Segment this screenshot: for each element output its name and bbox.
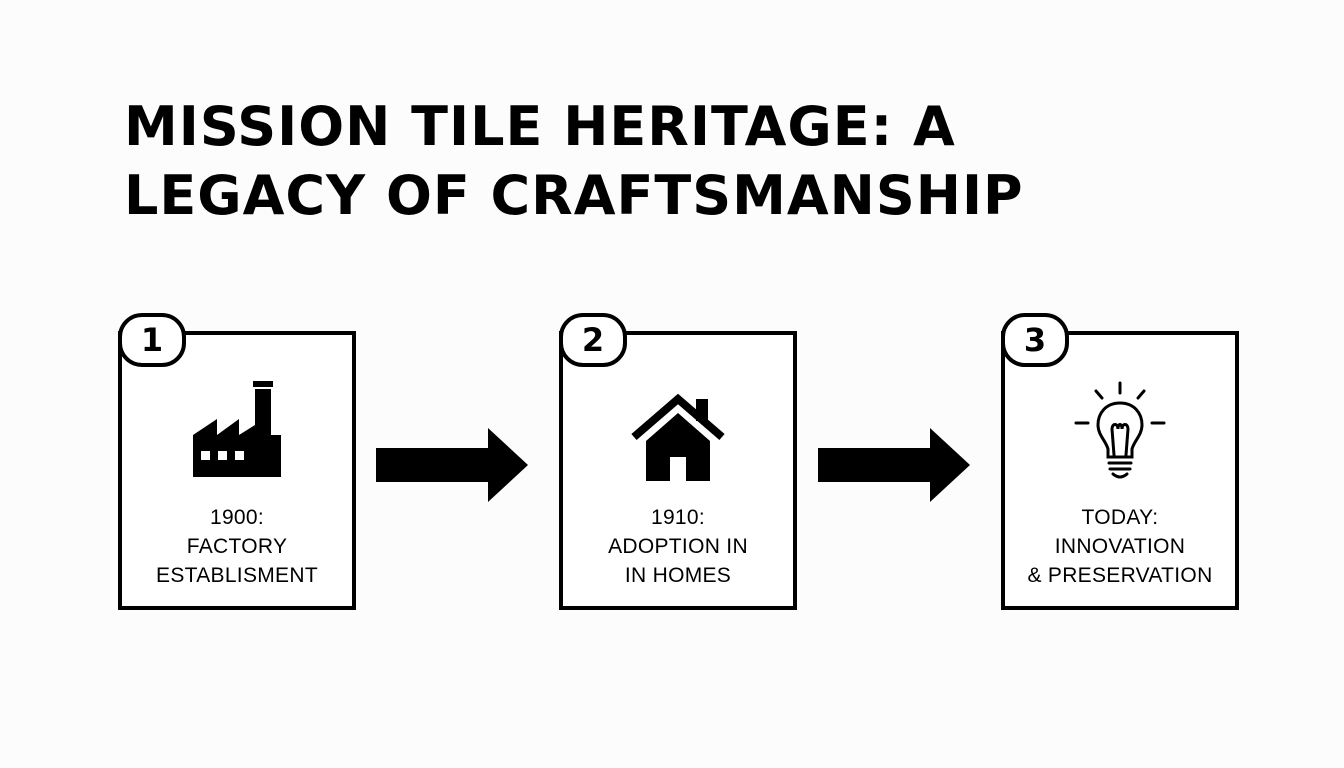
- step-2-label-line-3: IN HOMES: [624, 564, 732, 587]
- step-1-label-line-3: ESTABLISMENT: [156, 564, 318, 587]
- step-1-number-badge: 1: [118, 313, 186, 367]
- house-icon: [631, 393, 725, 481]
- lightbulb-icon: [1074, 381, 1166, 479]
- step-3-card: 3 TODAY: INNOVATION & PRESERVATION: [1001, 313, 1239, 610]
- step-2-label: 1910: ADOPTION IN IN HOMES: [563, 503, 793, 590]
- arrow-right-icon: [818, 428, 970, 502]
- diagram-title: MISSION TILE HERITAGE: A LEGACY OF CRAFT…: [124, 92, 1224, 230]
- step-1-card: 1 1900: FACTORY ESTABLISMENT: [118, 313, 356, 610]
- step-2-label-line-1: 1910:: [650, 506, 706, 529]
- step-3-number-badge: 3: [1001, 313, 1069, 367]
- step-3-label: TODAY: INNOVATION & PRESERVATION: [1005, 503, 1235, 590]
- step-3-label-line-2: INNOVATION: [1054, 535, 1186, 558]
- title-line-2: LEGACY OF CRAFTSMANSHIP: [124, 164, 1024, 227]
- step-1-label-line-1: 1900:: [209, 506, 265, 529]
- step-1-label: 1900: FACTORY ESTABLISMENT: [122, 503, 352, 590]
- step-2-label-line-2: ADOPTION IN: [608, 535, 748, 558]
- step-3-label-line-3: & PRESERVATION: [1027, 564, 1213, 587]
- step-2-card: 2 1910: ADOPTION IN IN HOMES: [559, 313, 797, 610]
- step-2-number-badge: 2: [559, 313, 627, 367]
- arrow-right-icon: [376, 428, 528, 502]
- title-line-1: MISSION TILE HERITAGE: A: [124, 95, 956, 158]
- factory-icon: [193, 381, 281, 477]
- step-1-label-line-2: FACTORY: [186, 535, 288, 558]
- step-3-label-line-1: TODAY:: [1081, 506, 1159, 529]
